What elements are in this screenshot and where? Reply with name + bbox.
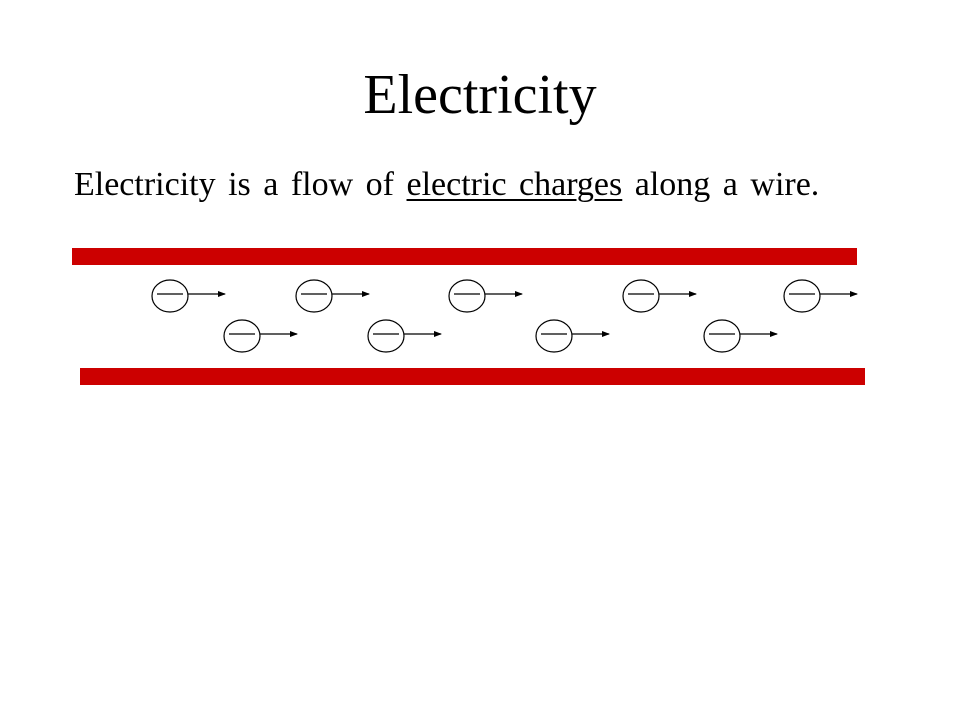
body-text: Electricity is a flow of electric charge… bbox=[74, 164, 819, 206]
wire-bottom-edge bbox=[80, 368, 865, 385]
body-text-end: along a wire. bbox=[622, 166, 820, 203]
electron-circle bbox=[448, 279, 486, 313]
electron bbox=[703, 319, 778, 353]
electron-circle bbox=[295, 279, 333, 313]
electron bbox=[448, 279, 523, 313]
slide-title: Electricity bbox=[363, 64, 597, 126]
electron-circle bbox=[151, 279, 189, 313]
electron bbox=[783, 279, 858, 313]
body-text-start: Electricity is a flow of bbox=[74, 166, 407, 203]
electron-circle bbox=[223, 319, 261, 353]
body-text-underlined: electric charges bbox=[406, 166, 623, 203]
electron bbox=[295, 279, 370, 313]
electron bbox=[622, 279, 697, 313]
electron bbox=[223, 319, 298, 353]
electron-circle bbox=[535, 319, 573, 353]
electron bbox=[535, 319, 610, 353]
electron bbox=[151, 279, 226, 313]
electron-circle bbox=[703, 319, 741, 353]
wire-top-edge bbox=[72, 248, 857, 265]
electron-circle bbox=[367, 319, 405, 353]
electron-circle bbox=[622, 279, 660, 313]
electron bbox=[367, 319, 442, 353]
electron-circle bbox=[783, 279, 821, 313]
